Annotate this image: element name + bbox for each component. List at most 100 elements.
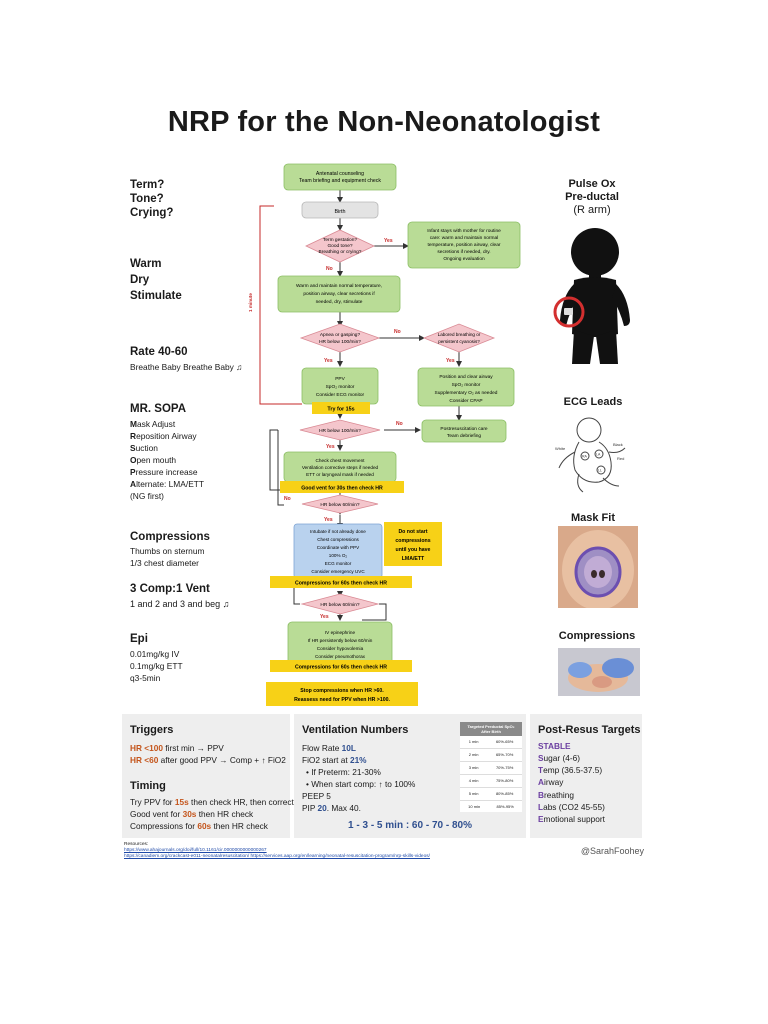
compressions-60s-callout-2 [270,660,412,672]
warm-box-text: position airway, clear secretions if [303,291,375,297]
decision-labored [422,323,496,353]
decision-hr-60 [301,494,379,514]
ecg-heading: ECG Leads [563,396,623,408]
yes-label: Yes [384,238,393,244]
epi-title: Epi [130,633,148,645]
no-label: No [326,266,333,272]
pulseox-title: Pulse Ox [568,178,616,190]
decision-hr-60-2-text: HR below 60/min? [320,602,360,608]
sopa-item: Mask Adjust [130,419,176,429]
triggers-timing-panel: Triggers HR <100 first min → PPV HR <60 … [122,714,304,838]
assess-term: Term? [130,179,165,191]
ratio-title: 3 Comp:1 Vent [130,583,210,595]
birth-text: Birth [334,209,345,215]
yes-label: Yes [324,358,333,364]
sopa-title: MR. SOPA [130,403,187,415]
sopa-item: Suction [130,443,158,453]
timing-item: Good vent for 30s then HR check [130,809,254,819]
page-title: NRP for the Non-Neonatologist [167,106,601,138]
compressions-photo-heading: Compressions [558,630,636,642]
pulseox-subtitle: Pre-ductal [565,191,619,203]
trigger-item: HR <100 first min → PPV [130,743,224,753]
nrp-flowchart: Antenatal counseling Team briefing and e… [248,163,521,706]
position-airway-box [417,367,515,407]
do-not-start-text: Do not start [398,529,427,535]
trigger-item: HR <60 after good PPV → Comp + ↑ FiO2 [130,755,286,765]
pulseox-heading: Pulse Ox Pre-ductal (R arm) [548,178,636,217]
warm-dry-stimulate: Warm Dry Stimulate [130,256,182,304]
post-resus-panel: Post-Resus Targets STABLE Sugar (4-6) Te… [530,714,642,838]
decision-hr-100-text: HR below 100/min? [319,428,361,434]
baby-silhouette-image [553,228,630,364]
do-not-start-text: LMA/ETT [402,556,425,562]
step-warm: Warm [130,258,162,270]
resource-link-1[interactable]: https://www.ahajournals.org/doi/full/10.… [124,848,267,853]
position-text: Position and clear airway [439,374,493,380]
yes-label: Yes [320,614,329,620]
sopa-item: Alternate: LMA/ETT [130,479,205,489]
decision-apnea-text: Apnea or gasping? [320,332,361,338]
routine-text: care: warm and maintain normal [430,235,499,241]
decision-term-text: Good tone? [327,243,352,249]
check-chest-text: Ventilation corrective steps if needed [302,465,379,470]
do-not-start-text: compressions [395,538,430,544]
do-not-start-callout [384,522,442,566]
stable-item: Sugar (4-6) [538,753,580,763]
stable-item: Airway [538,777,564,788]
stop-compressions-text: Reassess need for PPV when HR >100. [294,697,390,703]
start-comp-note: • When start comp: ↑ to 100% [306,779,416,789]
one-minute-label: 1 minute [248,293,253,312]
pip-value: PIP 20. Max 40. [302,803,361,813]
compressions-title: Compressions [130,531,210,543]
assess-questions: Term? Tone? Crying? [130,178,173,220]
timing-title: Timing [130,780,166,792]
no-label: No [394,329,401,335]
decision-hr-100 [299,419,381,441]
good-vent-text: Good vent for 30s then check HR [301,486,383,492]
stable-item: Emotional support [538,814,605,825]
compressions-60s-callout-1 [270,576,412,588]
stable-item: Breathing [538,789,574,800]
decision-hr-60-text: HR below 60/min? [320,502,360,508]
resource-link-2[interactable]: https://canadiem.org/crackcast-e011-neon… [124,854,430,859]
ecg-label-white: White [555,446,566,451]
yes-label: Yes [326,444,335,450]
peep-value: PEEP 5 [302,791,331,801]
triggers-title: Triggers [130,724,174,736]
sopa-note: (NG first) [130,491,164,501]
ventilation-panel: Ventilation Numbers Flow Rate 10L FiO2 s… [294,714,526,838]
author-handle: @SarahFoohey [580,846,644,856]
compressions-photo [558,648,640,696]
decision-term-text: Breathing or crying? [319,249,362,255]
routine-text: Ongoing evaluation [443,256,485,262]
postresus-box [421,419,507,443]
yes-label: Yes [446,358,455,364]
ecg-label-red: Red [617,456,624,461]
epinephrine-box [287,621,393,667]
epi-item: q3-5min [130,673,161,683]
decision-term [305,229,375,263]
intubate-text: Consider emergency UVC [311,569,365,574]
decision-apnea [299,323,381,353]
counseling-box [283,163,397,191]
intubate-text: ECG monitor [325,561,352,566]
routine-care-box [407,221,521,269]
resources-block: Resources: https://www.ahajournals.org/d… [124,842,430,860]
timing-item: Compressions for 60s then HR check [130,821,268,831]
routine-text: secretions if needed, dry. [437,249,490,255]
mask-fit-heading: Mask Fit [570,512,615,524]
good-vent-callout [280,481,404,493]
intubate-text: Chest compressions [317,537,359,542]
counseling-text: Team briefing and equipment check [299,178,381,184]
decision-term-text: Term gestation? [323,237,357,243]
sopa-item: Open mouth [130,455,177,465]
ecg-label-ll: LL [598,469,602,473]
position-text: SpO₂ monitor [452,382,481,388]
ratio-subtitle: 1 and 2 and 3 and beg ♫ [130,599,230,609]
counseling-text: Antenatal counseling [316,171,364,177]
